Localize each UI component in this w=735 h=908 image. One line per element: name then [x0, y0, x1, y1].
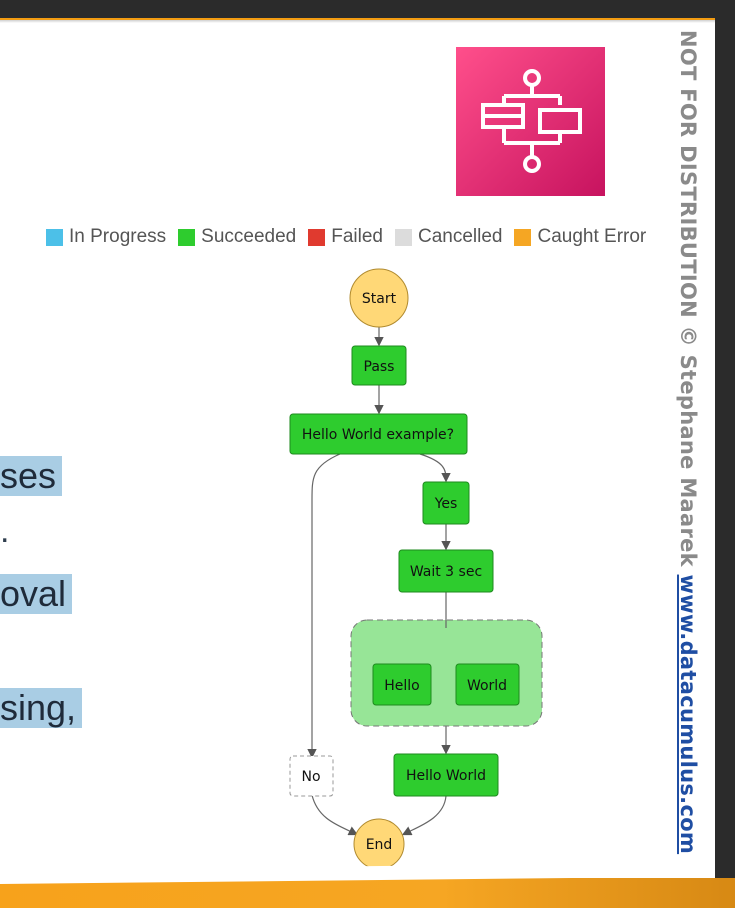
no-label: No [301, 769, 320, 785]
pass-node[interactable]: Pass [351, 345, 407, 386]
workflow-graph: Start Pass Hello World example? Yes Wait… [289, 268, 543, 870]
legend-swatch [514, 228, 532, 246]
bullet-text-3: oval [0, 574, 73, 614]
legend-item-succeeded: Succeeded [178, 226, 296, 248]
legend-label: Cancelled [417, 226, 503, 247]
legend-label: Caught Error [537, 226, 647, 247]
start-node[interactable]: Start [349, 268, 409, 328]
watermark-content: NOT FOR DISTRIBUTION © Stephane Maarek w… [676, 30, 700, 854]
watermark-text: NOT FOR DISTRIBUTION © Stephane Maarek [676, 30, 700, 575]
legend-swatch [178, 228, 196, 246]
legend-item-caught-error: Caught Error [514, 226, 646, 248]
legend-swatch [308, 228, 326, 246]
hello-label: Hello [384, 678, 420, 694]
legend-label: In Progress [69, 226, 167, 247]
hello-world-node[interactable]: Hello World [393, 753, 499, 797]
legend: In Progress Succeeded Failed Cancelled C… [46, 224, 658, 250]
wait-label: Wait 3 sec [410, 564, 482, 580]
legend-swatch [394, 228, 412, 246]
legend-swatch [46, 228, 63, 246]
legend-label: Failed [331, 226, 383, 247]
bullet-text-2: . [0, 512, 10, 550]
world-node[interactable]: World [455, 663, 520, 706]
yes-label: Yes [434, 496, 458, 512]
top-bar-shadow [0, 20, 715, 23]
choice-node[interactable]: Hello World example? [289, 413, 468, 455]
pass-label: Pass [364, 359, 395, 375]
world-label: World [467, 678, 507, 694]
end-label: End [366, 837, 393, 853]
end-node[interactable]: End [353, 818, 405, 870]
bullet-text-1: ses [0, 456, 63, 496]
yes-node[interactable]: Yes [422, 481, 470, 525]
legend-item-failed: Failed [308, 226, 383, 248]
hello-node[interactable]: Hello [372, 663, 432, 706]
watermark: NOT FOR DISTRIBUTION © Stephane Maarek w… [676, 30, 702, 890]
bullet-text-4: sing, [0, 688, 83, 728]
right-dark-panel [715, 0, 735, 908]
hello-world-label: Hello World [406, 768, 486, 784]
watermark-link[interactable]: www.datacumulus.com [676, 574, 700, 855]
step-functions-logo [456, 47, 605, 196]
legend-label: Succeeded [201, 226, 297, 247]
top-bar [0, 0, 735, 20]
wait-node[interactable]: Wait 3 sec [398, 549, 494, 593]
legend-item-cancelled: Cancelled [394, 226, 503, 248]
start-label: Start [362, 291, 397, 307]
legend-item-in-progress: In Progress [46, 226, 166, 248]
no-node[interactable]: No [289, 755, 334, 797]
choice-label: Hello World example? [302, 427, 454, 443]
bottom-orange-bar [0, 878, 735, 908]
step-functions-icon [481, 69, 582, 173]
